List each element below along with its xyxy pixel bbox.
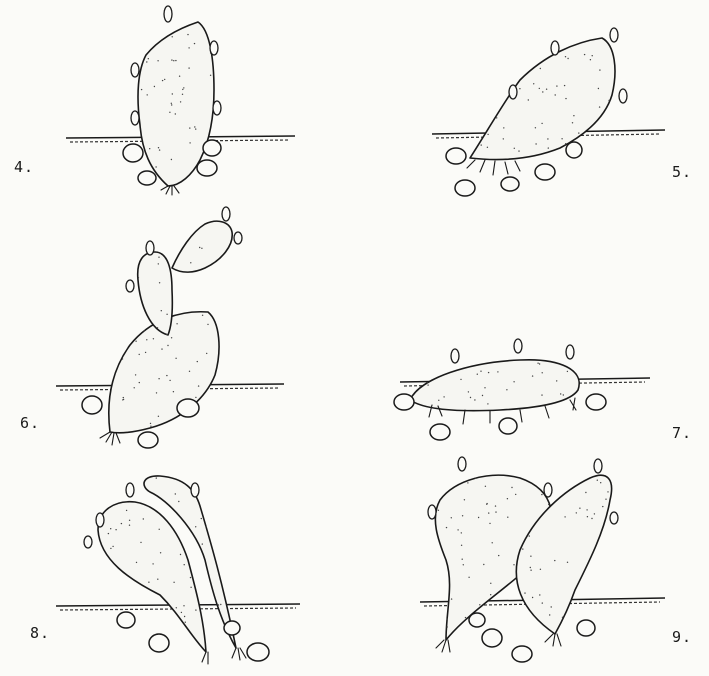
pad-leaning: [470, 38, 615, 160]
figure-7-drawing: [394, 339, 650, 440]
figure-label-5: 5.: [672, 163, 692, 181]
figure-4-drawing: [66, 6, 295, 195]
pad-middle: [138, 252, 173, 335]
figure-label-9: 9.: [672, 628, 692, 646]
figure-label-4: 4.: [14, 158, 34, 176]
pad-lying: [410, 360, 579, 411]
figure-9-drawing: [420, 457, 665, 662]
figure-8-drawing: [56, 476, 300, 664]
figure-label-6: 6.: [20, 414, 40, 432]
figure-6-drawing: [56, 207, 284, 448]
pad-top: [172, 221, 232, 272]
figure-label-8: 8.: [30, 624, 50, 642]
figure-label-7: 7.: [672, 424, 692, 442]
figure-5-drawing: [432, 28, 665, 196]
